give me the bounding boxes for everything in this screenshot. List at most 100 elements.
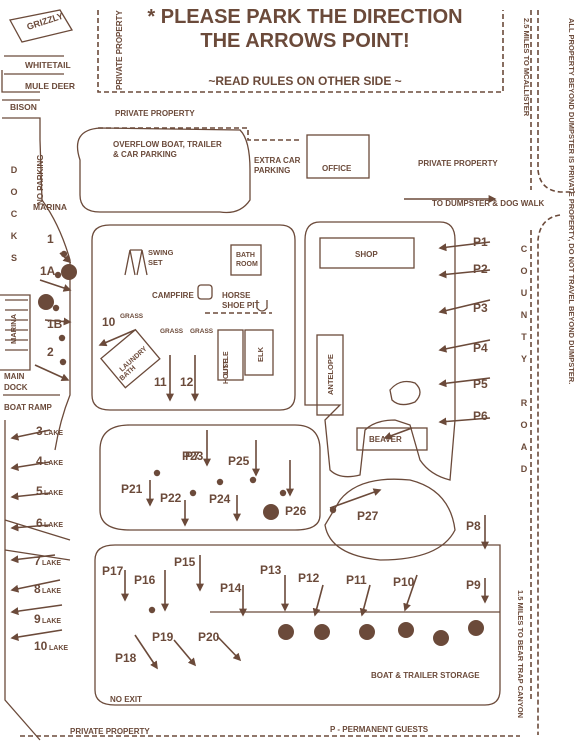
county-road-letter: O (520, 266, 527, 276)
permanent-site-number: P11 (346, 573, 367, 587)
lake-word: LAKE (44, 522, 63, 529)
no-parking-label: NO PARKING (36, 154, 45, 205)
permanent-site-number: P18 (115, 651, 137, 665)
permanent-site-number: P21 (121, 482, 143, 496)
dumpster-road-edge (537, 10, 575, 193)
parking-arrow (329, 488, 382, 509)
site-marker (58, 334, 66, 342)
parking-arrow (10, 429, 51, 441)
lake-word: LAKE (42, 588, 61, 595)
parking-arrow (10, 604, 63, 616)
parking-arrow (438, 339, 491, 353)
permanent-site-number: P9 (466, 578, 481, 592)
tree-icon (263, 504, 279, 520)
parking-arrow (359, 584, 371, 617)
little-house-building (217, 329, 244, 381)
main-dock-label: MAIN (4, 372, 25, 381)
lake-word: LAKE (42, 560, 61, 567)
permanent-site-number: P16 (134, 573, 156, 587)
docks-letter: K (11, 231, 18, 241)
shop-label: SHOP (355, 250, 378, 259)
docks-letter: D (11, 165, 18, 175)
beaver-building (356, 427, 428, 451)
lake-site-number: 9 (34, 612, 41, 626)
tree-icon (398, 622, 414, 638)
marina-building (0, 294, 31, 371)
permanent-site-number: P2 (473, 262, 488, 276)
bear-trap-label: 1.5 MILES TO BEAR TRAP CANYON (516, 590, 525, 718)
shop-building (319, 237, 415, 269)
site-number: 2 (47, 345, 54, 359)
boat-ramp-label: BOAT RAMP (4, 403, 53, 412)
permanent-site-number: P26 (285, 504, 307, 518)
swing-set-label: SWING (148, 248, 174, 257)
marina-side-label: MARINA (9, 313, 18, 344)
site-marker (189, 489, 197, 497)
county-road-letter: Y (521, 354, 527, 364)
office-label: OFFICE (322, 164, 352, 173)
extra-car-label: EXTRA CAR (254, 156, 301, 165)
county-road-letter: T (521, 332, 527, 342)
whitetail-label: WHITETAIL (25, 60, 71, 70)
site-number: 1A (40, 264, 56, 278)
campfire-icon (197, 284, 213, 300)
parking-arrow (312, 584, 324, 617)
lake-site-number: 4 (36, 454, 43, 468)
lake-word: LAKE (44, 490, 63, 497)
parking-arrow (438, 241, 491, 252)
elk-building (244, 329, 274, 376)
little-house-label: HOUSE (223, 359, 230, 384)
overflow-lot (76, 127, 251, 214)
permanent-site-number: P6 (473, 409, 488, 423)
boat-trailer-storage-label: BOAT & TRAILER STORAGE (371, 671, 480, 680)
no-exit-label: NO EXIT (110, 695, 142, 704)
parking-arrow (10, 554, 56, 564)
horse-shoe-label: SHOE PIT (222, 301, 259, 310)
lake-site-number: 5 (36, 484, 43, 498)
parking-arrow (438, 269, 491, 279)
parking-arrow (403, 574, 418, 612)
site-marker (153, 469, 161, 477)
permanent-site-number: P17 (102, 564, 124, 578)
county-road-letter: O (520, 420, 527, 430)
permanent-site-number: P1 (473, 235, 488, 249)
lake-word: LAKE (49, 645, 68, 652)
small-island (389, 380, 421, 406)
parking-arrow (44, 317, 72, 326)
tree-icon (61, 264, 77, 280)
little-house-label: LITTLE (223, 351, 230, 375)
permanent-site-number: P20 (198, 630, 220, 644)
permanent-site-number: P10 (393, 575, 415, 589)
parking-arrow (438, 377, 491, 388)
private-property-right: PRIVATE PROPERTY (418, 159, 498, 168)
bath-room-label: BATH (236, 252, 255, 259)
site-number: 11 (154, 375, 167, 389)
site-divider (4, 55, 64, 75)
lake-site-number: 3 (36, 424, 43, 438)
site-marker (279, 489, 287, 497)
p27-loop (324, 478, 456, 561)
swing-set-label: SET (148, 258, 163, 267)
site-number: 1 (47, 232, 54, 246)
antelope-label: ANTELOPE (326, 354, 335, 395)
extra-car-label: PARKING (254, 166, 290, 175)
campfire-label: CAMPFIRE (152, 291, 194, 300)
permanent-site-number: P7 (185, 449, 200, 463)
lake-site-number: 6 (36, 516, 43, 530)
title-line-1: * PLEASE PARK THE DIRECTION (147, 6, 463, 28)
site-marker (59, 358, 67, 366)
site-marker (54, 271, 62, 279)
tree-icon (314, 624, 330, 640)
tree-icon (433, 630, 449, 646)
grass-label: GRASS (160, 328, 184, 335)
beaver-label: BEAVER (369, 435, 402, 444)
all-property-label: ALL PROPERTY BEYOND DUMPSTER IS PRIVATE … (567, 18, 576, 384)
tree-icon (278, 624, 294, 640)
lake-word: LAKE (42, 618, 61, 625)
county-road-letter: D (521, 464, 528, 474)
private-property-top: PRIVATE PROPERTY (115, 109, 195, 118)
county-road-letter: C (521, 244, 528, 254)
site-number: 12 (180, 375, 194, 389)
lake-site-number: 10 (34, 639, 48, 653)
